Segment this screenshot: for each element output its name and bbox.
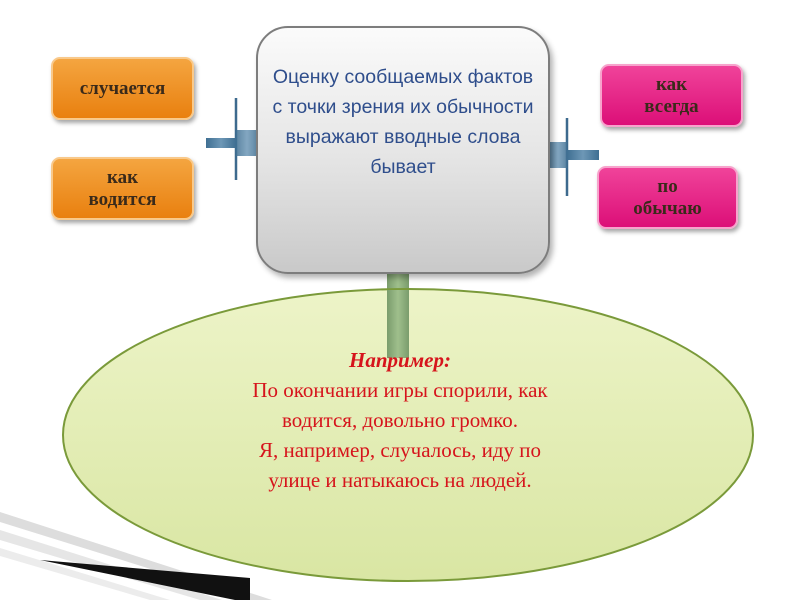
example-text: Например: По окончании игры спорили, как… xyxy=(130,345,670,495)
left-connector xyxy=(206,98,258,180)
tag-label: как всегда xyxy=(644,74,698,118)
tag-sluchaetsya: случается xyxy=(51,57,194,120)
right-connector xyxy=(549,118,599,196)
tag-label: как водится xyxy=(89,167,157,211)
tag-label: случается xyxy=(80,78,166,100)
tag-kak-vsegda: как всегда xyxy=(600,64,743,127)
tag-kak-voditsya: как водится xyxy=(51,157,194,220)
tag-label: по обычаю xyxy=(633,176,702,220)
center-text: Оценку сообщаемых фактов с точки зрения … xyxy=(272,62,534,182)
tag-po-obychayu: по обычаю xyxy=(597,166,738,229)
example-body: По окончании игры спорили, как водится, … xyxy=(130,375,670,495)
example-title: Например: xyxy=(130,345,670,375)
